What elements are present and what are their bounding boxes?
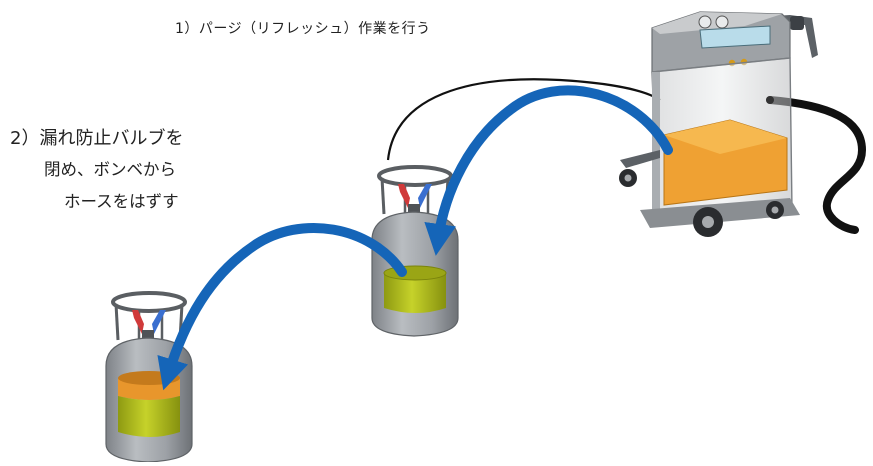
step2-label-line2: 閉め、ボンベから: [44, 160, 176, 179]
flow-arrow-cylinder-to-cylinder: [157, 223, 407, 391]
step2-label: 2）漏れ防止バルブを 閉め、ボンベから ホースをはずす: [10, 124, 183, 220]
recovery-machine-icon: [619, 11, 818, 237]
step2-label-line3: ホースをはずす: [64, 192, 179, 211]
refrigerant-cylinder-icon: [105, 291, 193, 463]
drain-hose: [766, 96, 867, 234]
flow-arrow-machine-to-cylinder: [424, 85, 673, 256]
step1-label: 1）パージ（リフレッシュ）作業を行う: [175, 21, 431, 37]
step2-label-line1: 2）漏れ防止バルブを: [10, 128, 184, 149]
hose-machine-to-cylinder: [386, 78, 661, 161]
